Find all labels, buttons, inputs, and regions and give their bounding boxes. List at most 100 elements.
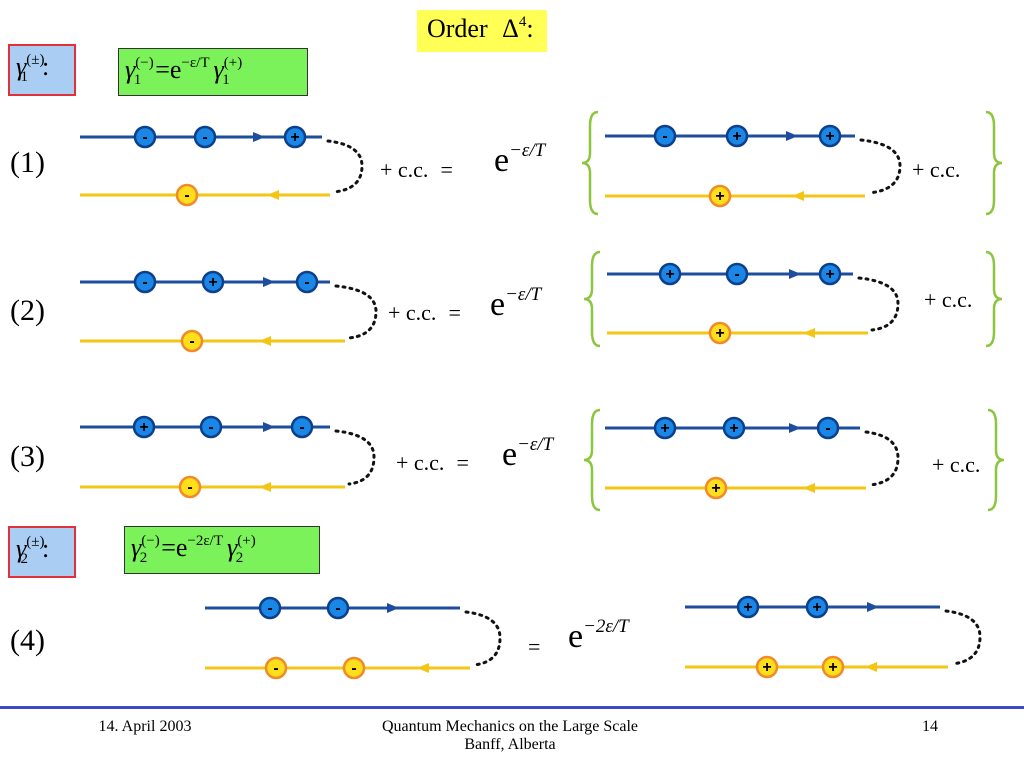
row3-left-lower-vertex-1-circle (178, 475, 202, 499)
row4-equals: = (528, 634, 541, 659)
row1-left-upper-vertex-1-circle (133, 125, 157, 149)
order-power: 4 (518, 14, 527, 30)
page-number: 14 (922, 718, 938, 735)
row1-right-upper-vertex-3-sign: + (825, 128, 834, 145)
row2-right-upper-vertex-2-circle (725, 262, 749, 286)
row-label-4: (4) (10, 624, 45, 657)
row2-left-upper-vertex-1-circle (133, 270, 157, 294)
row4-left-upper-vertex-2-circle (326, 596, 350, 620)
row2-cc-right: + c.c. (924, 287, 973, 312)
row3-left-lower-vertex-1-sign: - (187, 479, 192, 496)
footer-date: 14. April 2003 (98, 718, 192, 735)
footer-title: Quantum Mechanics on the Large Scale Ban… (330, 718, 690, 754)
row3-right-upper-arrow (789, 423, 801, 433)
row2-right-upper-vertex-3-circle (818, 262, 842, 286)
order-colon: : (526, 14, 534, 43)
row3-right-upper-vertex-2-sign: + (729, 420, 738, 437)
row2-right-brace (985, 250, 1003, 348)
row1-right-upper-vertex-1-sign: - (662, 128, 667, 145)
gamma1-label: γ(±)1: (8, 44, 76, 96)
row2-left-lower-arrow (259, 336, 271, 346)
row1-left-upper-vertex-2-sign: - (202, 129, 207, 146)
row4-right-lower-vertex-2-sign: + (828, 659, 837, 676)
row2-right-lower-vertex-1-sign: + (715, 325, 724, 342)
row3-right-upper-vertex-3-sign: - (825, 420, 830, 437)
row1-left-lower-arrow (267, 190, 279, 200)
row1-right-lower-arrow (792, 191, 804, 201)
row1-right-upper-vertex-3-circle (818, 124, 842, 148)
row4-left-upper-vertex-2-sign: - (335, 600, 340, 617)
row1-right-upper-arrow (786, 131, 798, 141)
row4-right-upper-arrow (867, 602, 879, 612)
row3-right-upper-vertex-1-circle (653, 416, 677, 440)
row2-left-upper-vertex-1-sign: - (142, 274, 147, 291)
row2-right-upper-vertex-3-sign: + (825, 266, 834, 283)
row1-left-upper-vertex-2-circle (193, 125, 217, 149)
row4-left-upper-arrow (387, 603, 399, 613)
row4-right-lower-vertex-2-circle (821, 655, 845, 679)
row4-right-lower-vertex-1-circle (755, 655, 779, 679)
footer-title-line1: Quantum Mechanics on the Large Scale (381, 718, 639, 735)
row3-factor: e−ε/T (502, 434, 554, 473)
row1-right-lower-vertex-1-circle (708, 184, 732, 208)
row3-right-lower-vertex-1-circle (704, 476, 728, 500)
row3-right-dotted-connector (864, 430, 900, 487)
row2-right-upper-vertex-1-circle (658, 262, 682, 286)
row4-left-upper-vertex-1-circle (258, 596, 282, 620)
row1-left-dotted-connector (326, 139, 364, 194)
row3-left-brace (583, 408, 601, 512)
row3-right-upper-vertex-1-sign: + (660, 420, 669, 437)
row4-left-lower-vertex-2-sign: - (351, 660, 356, 677)
row3-cc-right: + c.c. (932, 452, 981, 477)
row3-right-upper-vertex-2-circle (722, 416, 746, 440)
row1-cc-right: + c.c. (912, 157, 961, 182)
row-label-3: (3) (10, 440, 45, 473)
row4-left-dotted-connector (464, 610, 502, 667)
row3-left-upper-vertex-3-sign: - (299, 419, 304, 436)
footer-rule (0, 706, 1024, 709)
row3-left-upper-vertex-1-circle (132, 415, 156, 439)
row4-right-upper-vertex-2-sign: + (812, 599, 821, 616)
row4-left-lower-vertex-2-circle (342, 656, 366, 680)
order-symbol: Δ (502, 14, 519, 43)
row3-left-upper-vertex-3-circle (290, 415, 314, 439)
row3-left-dotted-connector (334, 429, 376, 486)
row2-left-upper-vertex-2-sign: + (208, 274, 217, 291)
row4-left-lower-vertex-1-sign: - (273, 660, 278, 677)
row1-right-upper-vertex-2-sign: + (732, 128, 741, 145)
row1-left-upper-vertex-3-circle (283, 125, 307, 149)
order-title: Order Δ4: (427, 14, 534, 44)
row2-left-dotted-connector (334, 284, 378, 340)
row2-right-upper-arrow (789, 269, 801, 279)
row2-left-brace (583, 250, 601, 348)
row3-left-upper-vertex-1-sign: + (139, 419, 148, 436)
gamma2-label: γ(±)2: (8, 526, 76, 578)
row1-left-brace (581, 110, 599, 216)
row3-left-upper-vertex-2-circle (199, 415, 223, 439)
row2-factor: e−ε/T (490, 284, 542, 323)
row4-right-upper-vertex-1-sign: + (743, 599, 752, 616)
row1-right-lower-vertex-1-sign: + (715, 188, 724, 205)
row2-right-upper-vertex-1-sign: + (665, 266, 674, 283)
row2-right-dotted-connector (857, 276, 900, 332)
row3-right-upper-vertex-3-circle (816, 416, 840, 440)
row3-right-brace (987, 408, 1005, 512)
row2-right-lower-arrow (803, 328, 815, 338)
row3-cc-left: + c.c.= (396, 450, 469, 475)
row4-right-upper-vertex-2-circle (805, 595, 829, 619)
footer-title-line2: Banff, Alberta (464, 736, 556, 753)
row-label-2: (2) (10, 294, 45, 327)
row2-left-lower-vertex-1-circle (180, 329, 204, 353)
row4-left-lower-vertex-1-circle (264, 656, 288, 680)
row1-left-upper-arrow (253, 132, 265, 142)
row4-factor: e−2ε/T (568, 616, 629, 655)
row4-left-upper-vertex-1-sign: - (267, 600, 272, 617)
row3-left-upper-arrow (263, 422, 275, 432)
row2-right-upper-vertex-2-sign: - (734, 266, 739, 283)
row2-right-lower-vertex-1-circle (708, 321, 732, 345)
row1-cc-left: + c.c.= (380, 157, 453, 182)
row2-left-upper-arrow (263, 277, 275, 287)
row2-left-upper-vertex-2-circle (201, 270, 225, 294)
